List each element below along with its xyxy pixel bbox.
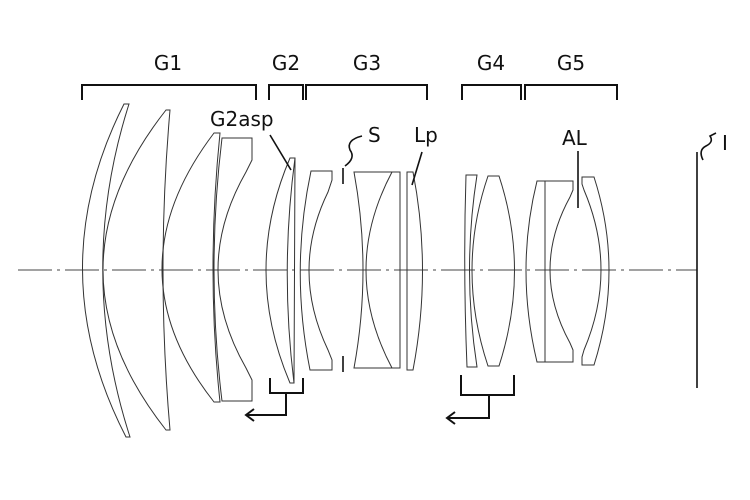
- lens-g2-rear-surface: [286, 157, 296, 384]
- label-image-plane: I: [722, 131, 728, 155]
- label-al: AL: [562, 126, 588, 150]
- lens-g1-4: [213, 137, 253, 402]
- group-label-g4: G4: [477, 51, 505, 75]
- bracket-g3: [305, 84, 428, 100]
- group-label-g2: G2: [272, 51, 300, 75]
- lens-g5-1: [525, 180, 546, 363]
- lens-g1-2: [102, 109, 171, 431]
- lens-g1-3: [161, 132, 221, 403]
- group-label-g1: G1: [154, 51, 182, 75]
- lens-g3-1: [299, 170, 333, 371]
- lens-g1-1: [82, 103, 131, 438]
- group-label-g5: G5: [557, 51, 585, 75]
- image-plane-leader: [700, 132, 717, 161]
- bracket-g2: [268, 84, 304, 100]
- label-g2asp: G2asp: [210, 107, 274, 131]
- leader-stop: [344, 135, 363, 167]
- bracket-g4: [461, 84, 522, 100]
- leader-lp: [411, 151, 423, 186]
- lens-g2-asp: [265, 157, 296, 384]
- label-lp: Lp: [414, 123, 438, 147]
- lens-g4-1: [464, 174, 478, 368]
- group-label-g3: G3: [353, 51, 381, 75]
- lens-lp: [406, 171, 423, 371]
- leader-g2asp: [269, 134, 292, 171]
- bracket-g5: [524, 84, 618, 100]
- lens-g4-2: [471, 175, 515, 367]
- lens-g5-2: [545, 180, 574, 363]
- g2-focus-arrow: [244, 378, 304, 422]
- label-stop: S: [368, 123, 381, 147]
- lens-g5-al: [581, 176, 610, 366]
- lens-g3-3: [392, 171, 401, 369]
- g4-focus-arrow: [445, 375, 515, 425]
- bracket-g1: [81, 84, 257, 100]
